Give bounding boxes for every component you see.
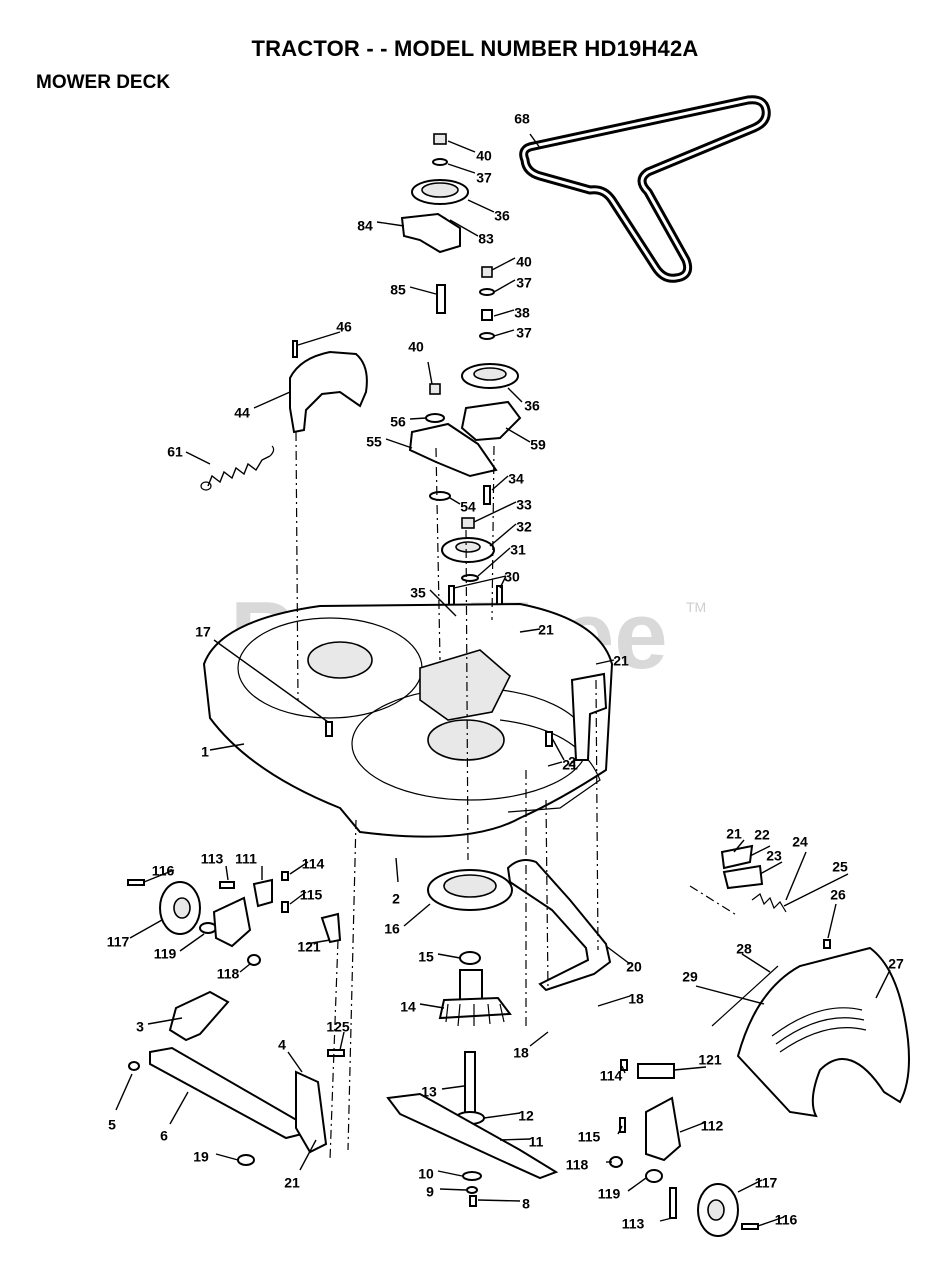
callout-117: 117 (107, 934, 130, 950)
callout-37: 37 (476, 170, 492, 186)
callout-84: 84 (357, 218, 373, 234)
callout-3: 3 (136, 1019, 144, 1035)
callout-83: 83 (478, 231, 494, 247)
callout-36: 36 (524, 398, 540, 414)
discharge-chute (711, 844, 910, 1118)
leader-lines (115, 133, 891, 1227)
callout-8: 8 (522, 1196, 530, 1212)
callout-55: 55 (366, 434, 382, 450)
callout-59: 59 (530, 437, 546, 453)
callout-22: 22 (754, 827, 770, 843)
callout-54: 54 (460, 499, 476, 515)
callout-5: 5 (108, 1117, 116, 1133)
callout-46: 46 (336, 319, 352, 335)
callout-18: 18 (628, 991, 644, 1007)
callout-36: 36 (494, 208, 510, 224)
callout-116: 116 (152, 863, 175, 879)
callout-31: 31 (510, 542, 526, 558)
lift-linkage (128, 990, 345, 1166)
callout-117: 117 (755, 1175, 778, 1191)
callout-28: 28 (736, 941, 752, 957)
callout-29: 29 (682, 969, 698, 985)
callout-68: 68 (514, 111, 530, 127)
callout-44: 44 (234, 405, 250, 421)
callout-40: 40 (408, 339, 424, 355)
callout-118: 118 (566, 1157, 589, 1173)
callout-21: 21 (284, 1175, 300, 1191)
section-title: MOWER DECK (36, 72, 171, 93)
callout-21: 21 (726, 826, 742, 842)
callout-114: 114 (600, 1068, 623, 1084)
callout-38: 38 (514, 305, 530, 321)
callout-61: 61 (167, 444, 183, 460)
callout-24: 24 (792, 834, 808, 850)
callout-25: 25 (832, 859, 848, 875)
callout-34: 34 (508, 471, 524, 487)
callout-111: 111 (235, 851, 257, 867)
watermark-tm: TM (686, 599, 706, 615)
idler-stack-middle (408, 266, 522, 505)
callout-116: 116 (775, 1212, 798, 1228)
callout-10: 10 (418, 1166, 434, 1182)
gauge-wheel-right (609, 1059, 759, 1237)
callout-12: 12 (518, 1108, 534, 1124)
callout-37: 37 (516, 275, 532, 291)
callout-20: 20 (626, 959, 642, 975)
callout-19: 19 (193, 1149, 209, 1165)
callout-1: 1 (201, 744, 209, 760)
callout-17: 17 (195, 624, 211, 640)
idler-stack-upper (400, 133, 469, 314)
gauge-wheel-left (127, 871, 342, 966)
callout-27: 27 (888, 956, 904, 972)
callout-35: 35 (410, 585, 426, 601)
callout-15: 15 (418, 949, 434, 965)
callout-2: 2 (392, 891, 400, 907)
callout-23: 23 (766, 848, 782, 864)
callout-40: 40 (476, 148, 492, 164)
callout-21: 21 (613, 653, 629, 669)
callout-40: 40 (516, 254, 532, 270)
baffle (506, 859, 612, 992)
callout-85: 85 (390, 282, 406, 298)
callout-121: 121 (698, 1052, 722, 1068)
callout-121: 121 (297, 939, 321, 955)
callout-118: 118 (217, 966, 240, 982)
callout-18: 18 (513, 1045, 529, 1061)
callout-112: 112 (701, 1118, 724, 1134)
assembly-lines (295, 431, 739, 1161)
callout-37: 37 (516, 325, 532, 341)
callout-11: 11 (529, 1134, 544, 1150)
callout-33: 33 (516, 497, 532, 513)
callout-56: 56 (390, 414, 406, 430)
mower-deck (202, 602, 614, 838)
callout-9: 9 (426, 1184, 434, 1200)
callout-32: 32 (516, 519, 532, 535)
callout-113: 113 (201, 851, 224, 867)
page-title: TRACTOR - - MODEL NUMBER HD19H42A (251, 36, 699, 61)
callout-2: 2 (568, 754, 576, 770)
spindle-assembly (386, 869, 559, 1207)
callout-113: 113 (622, 1216, 645, 1232)
callout-13: 13 (421, 1084, 437, 1100)
callout-114: 114 (302, 856, 325, 872)
callout-119: 119 (154, 946, 177, 962)
callout-26: 26 (830, 887, 846, 903)
tension-spring (200, 445, 275, 491)
callout-6: 6 (160, 1128, 168, 1144)
callout-21: 21 (538, 622, 554, 638)
callout-125: 125 (326, 1019, 350, 1035)
callout-119: 119 (598, 1186, 621, 1202)
callout-16: 16 (384, 921, 400, 937)
drive-belt (519, 95, 771, 283)
callout-21: 21 (562, 757, 578, 773)
callout-4: 4 (278, 1037, 286, 1053)
callout-14: 14 (400, 999, 416, 1015)
callout-115: 115 (578, 1129, 601, 1145)
belt-guard (289, 340, 368, 434)
callout-115: 115 (300, 887, 323, 903)
callout-30: 30 (504, 569, 520, 585)
